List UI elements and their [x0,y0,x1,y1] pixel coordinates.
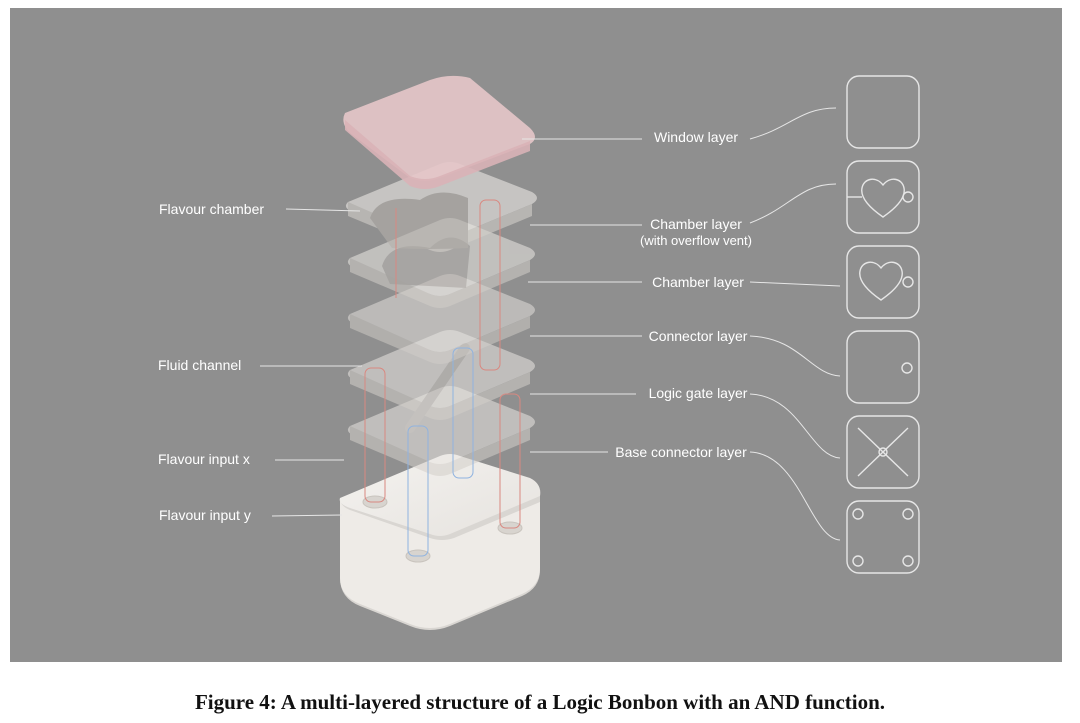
label-chamber-layer-vent: Chamber layer [650,216,742,232]
connector-icon [846,330,920,404]
label-fluid-channel: Fluid channel [158,357,242,373]
label-flavour-input-x: Flavour input x [158,451,250,467]
figure-panel: Flavour chamber Fluid channel Flavour in… [10,8,1062,662]
window-layer-icon [846,75,920,149]
right-leader-lines [522,107,841,541]
figure-caption: Figure 4: A multi-layered structure of a… [194,690,886,714]
connector-plate [347,274,535,364]
window-plate [343,75,535,189]
label-flavour-chamber: Flavour chamber [159,201,265,217]
label-window-layer: Window layer [653,129,739,145]
base-connector-icon [846,500,920,574]
label-flavour-input-y: Flavour input y [159,507,251,523]
exploded-view-illustration [260,75,920,630]
fluid-tubes [364,199,521,557]
left-leader-lines [260,208,362,517]
label-chamber-layer: Chamber layer [652,274,744,290]
label-base-connector-layer: Base connector layer [615,444,747,460]
heart-vent-icon [846,160,920,234]
label-connector-layer: Connector layer [648,328,748,344]
heart-icon [846,245,920,319]
base-connector-plate [347,386,535,476]
label-chamber-layer-vent-sub: (with overflow vent) [640,233,752,248]
label-logic-gate-layer: Logic gate layer [648,385,748,401]
logic-gate-icon [846,415,920,489]
logic-gate-plate [347,330,535,433]
chamber-vent-plate [345,162,537,252]
base-block [339,454,541,630]
